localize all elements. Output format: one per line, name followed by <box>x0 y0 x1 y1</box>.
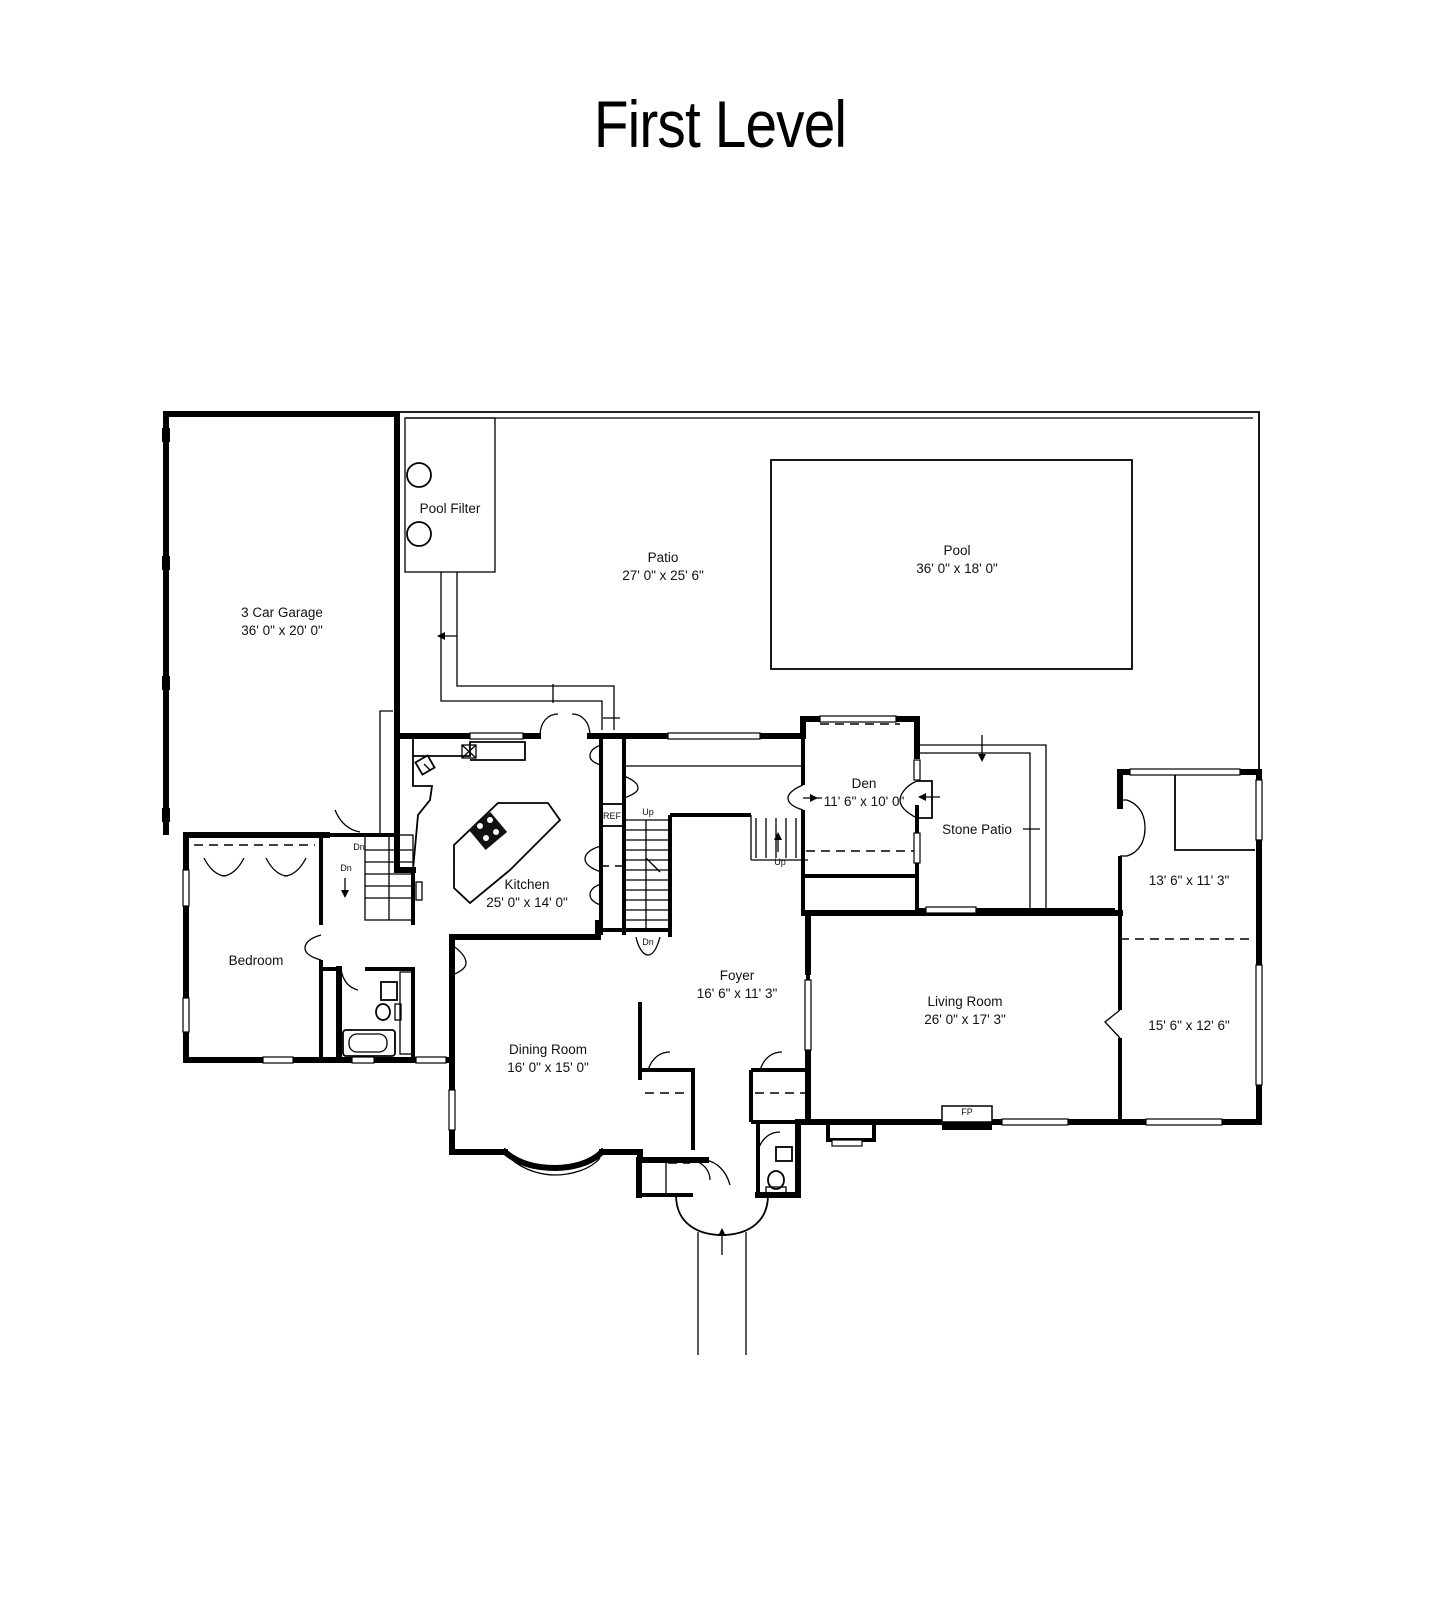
stair-down-label: Dn <box>340 863 352 873</box>
foyer-dims: 16' 6" x 11' 3" <box>697 986 778 1001</box>
stairs <box>341 818 797 930</box>
cooktop-icon <box>468 812 508 850</box>
stair-up-label: Up <box>774 857 786 867</box>
patio-walkway <box>437 572 620 730</box>
garage-dims: 36' 0" x 20' 0" <box>241 623 323 638</box>
stair-down-label: Dn <box>642 937 654 947</box>
right-wing-fixtures <box>1104 775 1255 1039</box>
stair-down-label: Dn <box>353 842 365 852</box>
room-b-dims: 15' 6" x 12' 6" <box>1148 1018 1230 1033</box>
pool-dims: 36' 0" x 18' 0" <box>916 561 998 576</box>
toilet-icon <box>375 1003 391 1021</box>
house-walls <box>183 710 1262 1198</box>
stone-patio-name: Stone Patio <box>942 822 1012 837</box>
foyer-name: Foyer <box>720 968 755 983</box>
dining-name: Dining Room <box>509 1042 587 1057</box>
bath-fixtures <box>342 971 793 1194</box>
pool-filter-name: Pool Filter <box>420 501 481 516</box>
den-name: Den <box>852 776 877 791</box>
patio-boundary <box>397 411 1260 769</box>
garage-name: 3 Car Garage <box>241 605 323 620</box>
filter-tank-icon <box>406 521 432 547</box>
doors <box>203 713 822 1355</box>
pool-name: Pool <box>943 543 970 558</box>
kitchen-name: Kitchen <box>504 877 549 892</box>
garage <box>162 411 400 835</box>
patio-name: Patio <box>648 550 679 565</box>
ref-label: REF <box>603 811 622 821</box>
fireplace-label: FP <box>961 1107 973 1117</box>
pool-filter-area <box>404 417 496 573</box>
bath-sink-icon <box>380 981 398 1001</box>
windows <box>182 715 1263 1147</box>
room-labels: 3 Car Garage 36' 0" x 20' 0" Pool Filter… <box>229 501 1230 1117</box>
pool <box>770 459 1133 670</box>
sink-icon <box>414 754 436 776</box>
living-name: Living Room <box>927 994 1002 1009</box>
den-dims: 11' 6" x 10' 0" <box>824 794 905 809</box>
living-dims: 26' 0" x 17' 3" <box>924 1012 1006 1027</box>
powder-toilet-icon <box>767 1170 785 1190</box>
page-title: First Level <box>593 87 847 161</box>
filter-tank-icon <box>406 462 432 488</box>
dining-dims: 16' 0" x 15' 0" <box>507 1060 589 1075</box>
room-a-dims: 13' 6" x 11' 3" <box>1149 873 1230 888</box>
stair-up-label: Up <box>642 807 654 817</box>
powder-sink-icon <box>775 1146 793 1162</box>
patio-dims: 27' 0" x 25' 6" <box>622 568 704 583</box>
kitchen-dims: 25' 0" x 14' 0" <box>486 895 568 910</box>
kitchen-fixtures <box>412 736 624 905</box>
dashed-lines <box>194 723 1255 1164</box>
stone-patio-lines <box>899 735 1047 910</box>
bedroom-name: Bedroom <box>229 953 284 968</box>
bathtub-icon <box>342 1029 396 1057</box>
